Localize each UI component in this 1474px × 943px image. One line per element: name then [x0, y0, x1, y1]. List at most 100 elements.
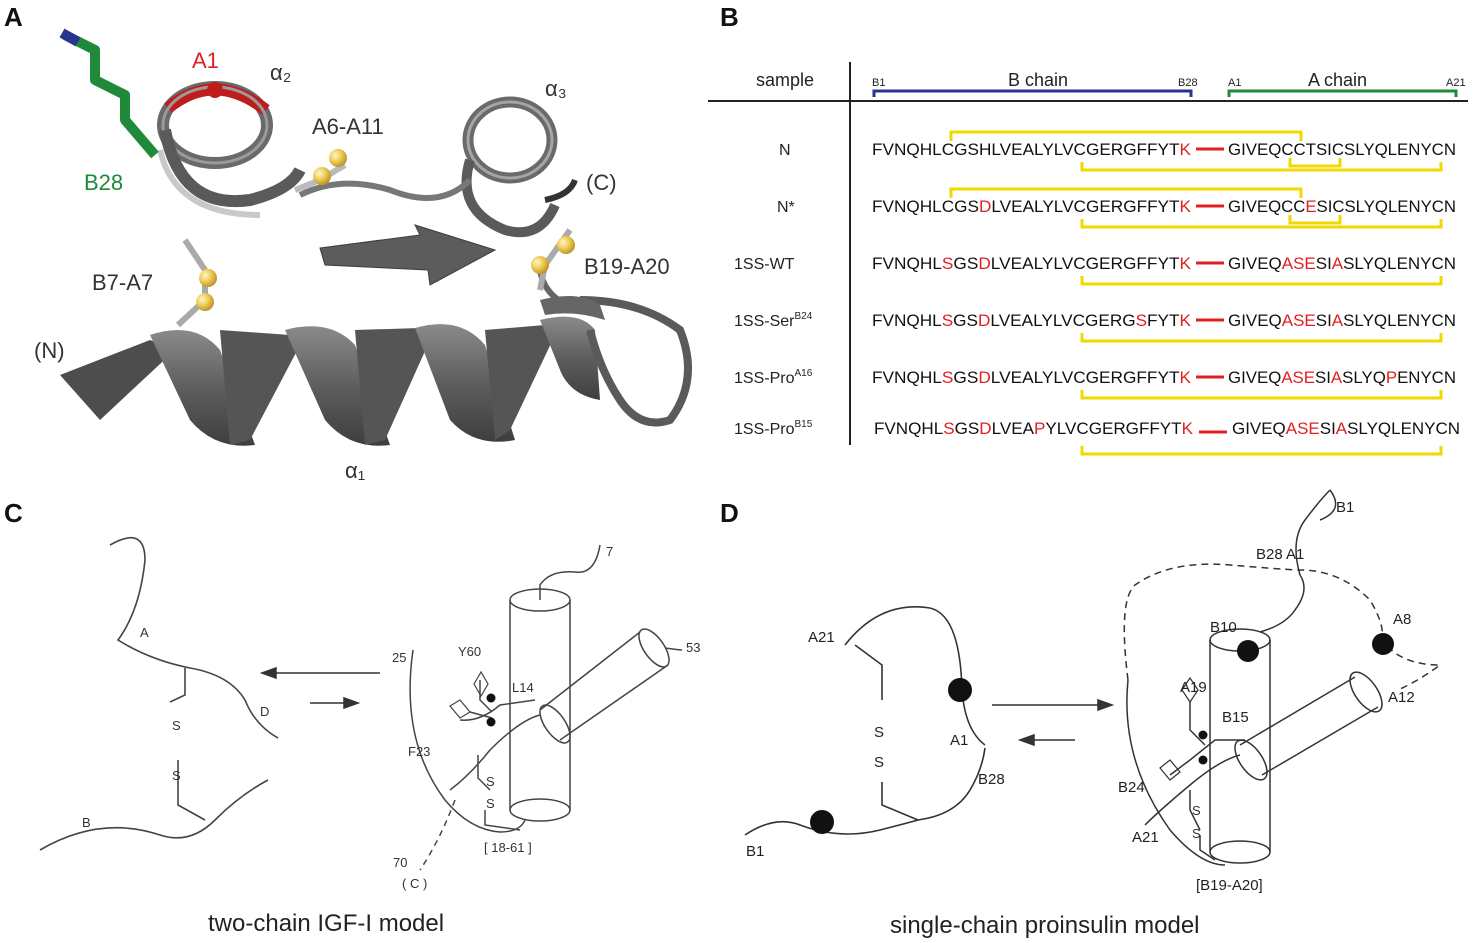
label-a21: A21 — [1132, 829, 1159, 846]
a-chain-sequence: GIVEQASESIASLYQLENYCN — [1228, 254, 1456, 273]
a-chain-sequence: GIVEQASESIASLYQLENYCN — [1228, 311, 1456, 330]
b28-side-chain — [62, 30, 159, 159]
label-f23: F23 — [408, 744, 430, 759]
panel-letter-d: D — [720, 498, 739, 528]
label-b28: B28 — [978, 771, 1005, 788]
igf1-unfolded-chains — [39, 536, 279, 851]
label-sulfur-d4: S — [1192, 826, 1201, 841]
sample-label: N — [779, 142, 791, 159]
label-a1: A1 — [950, 732, 968, 749]
header-b-chain: B chain — [1008, 70, 1068, 90]
header-b28: B28 — [1178, 77, 1198, 89]
equilibrium-arrows — [259, 666, 380, 710]
connecting-trace — [298, 177, 473, 201]
a-chain-sequence: GIVEQASESIASLYQLENYCN — [1232, 419, 1460, 438]
disulfide-a6-a11 — [293, 149, 347, 193]
a-chain-bracket — [1227, 89, 1458, 97]
label-b15: B15 — [1222, 709, 1249, 726]
label-bridge-b19-a20: [B19-A20] — [1196, 877, 1263, 894]
marker-b1-unfolded — [810, 810, 834, 834]
caption-panel-d: single-chain proinsulin model — [890, 912, 1200, 939]
header-sample: sample — [756, 70, 814, 90]
proinsulin-folded-model — [1123, 489, 1443, 866]
a-chain-sequence: GIVEQASESIASLYQPENYCN — [1228, 368, 1456, 387]
sample-label: 1SS-ProA16 — [734, 368, 813, 387]
label-b28-a1: B28 A1 — [1256, 546, 1304, 563]
loop-right — [579, 296, 692, 427]
proinsulin-unfolded-chain — [744, 606, 986, 836]
panel-letter-c: C — [4, 498, 23, 528]
label-b10: B10 — [1210, 619, 1237, 636]
label-sulfur-d2: S — [874, 754, 884, 771]
label-alpha1: α₁ — [345, 458, 365, 483]
a-chain-sequence: GIVEQCCTSICSLYQLENYCN — [1228, 140, 1456, 159]
helix-alpha1 — [60, 316, 600, 446]
header-a1: A1 — [1228, 77, 1241, 89]
label-sulfur-1: S — [172, 718, 181, 733]
label-a19: A19 — [1180, 679, 1207, 696]
igf1-folded-model — [409, 544, 683, 871]
label-res-7: 7 — [606, 544, 613, 559]
header-b1: B1 — [872, 77, 885, 89]
helix-alpha2 — [157, 81, 306, 218]
label-chain-d: D — [260, 704, 269, 719]
marker-a1-unfolded — [948, 678, 972, 702]
label-c-term: ( C ) — [402, 876, 427, 891]
marker-a8 — [1372, 633, 1394, 655]
beta-strand-arrow — [319, 224, 497, 286]
header-a21: A21 — [1446, 77, 1466, 89]
equilibrium-arrows-d — [992, 698, 1115, 747]
label-res-25: 25 — [392, 650, 406, 665]
label-alpha3: α₃ — [545, 76, 567, 101]
panel-a-ribbon-diagram: A1 α₂ α₃ A6-A11 (C) B28 B19-A20 B7-A7 (N… — [34, 28, 692, 483]
label-a12: A12 — [1388, 689, 1415, 706]
label-b7-a7: B7-A7 — [92, 270, 153, 295]
panel-letter-a: A — [4, 2, 23, 32]
label-sulfur-3: S — [486, 774, 495, 789]
disulfide-b19-a20 — [531, 228, 575, 291]
label-a6-a11: A6-A11 — [312, 114, 384, 139]
disulfide-brackets — [949, 130, 1443, 456]
panel-letter-b: B — [720, 2, 739, 32]
b-chain-sequence: FVNQHLSGSDLVEAPYLVCGERGFFYTK — [874, 419, 1194, 438]
label-alpha2: α₂ — [270, 60, 291, 85]
caption-panel-c: two-chain IGF-I model — [208, 910, 445, 937]
label-bridge-18-61: [ 18-61 ] — [484, 840, 532, 855]
label-b19-a20: B19-A20 — [584, 254, 670, 279]
b-chain-bracket — [872, 89, 1193, 97]
label-b28: B28 — [84, 170, 123, 195]
label-y60: Y60 — [458, 644, 481, 659]
label-a1: A1 — [192, 48, 219, 73]
label-l14: L14 — [512, 680, 534, 695]
sample-label: 1SS-WT — [734, 256, 795, 273]
marker-b10 — [1237, 640, 1259, 662]
label-a8: A8 — [1393, 611, 1411, 628]
label-c-terminus: (C) — [586, 170, 617, 195]
sample-label: N* — [777, 199, 795, 216]
label-sulfur-d1: S — [874, 724, 884, 741]
label-sulfur-d3: S — [1192, 803, 1201, 818]
label-sulfur-2: S — [172, 768, 181, 783]
label-b1-bottom: B1 — [746, 843, 764, 860]
helix-alpha3 — [461, 96, 560, 238]
sample-label: 1SS-ProB15 — [734, 419, 813, 438]
a-chain-sequence: GIVEQCCESICSLYQLENYCN — [1228, 197, 1456, 216]
label-chain-a: A — [140, 625, 149, 640]
header-a-chain: A chain — [1308, 70, 1367, 90]
label-sulfur-4: S — [486, 796, 495, 811]
label-b24: B24 — [1118, 779, 1145, 796]
disulfide-b7-a7 — [175, 238, 217, 328]
label-n-terminus: (N) — [34, 338, 65, 363]
b-chain-sequence: FVNQHLSGSDLVEALYLVCGERGSFYTK — [872, 311, 1192, 330]
label-chain-b: B — [82, 815, 91, 830]
label-res-70: 70 — [393, 855, 407, 870]
label-a21-left: A21 — [808, 629, 835, 646]
b28-a1-linkers — [1196, 147, 1227, 434]
label-b1-top: B1 — [1336, 499, 1354, 516]
